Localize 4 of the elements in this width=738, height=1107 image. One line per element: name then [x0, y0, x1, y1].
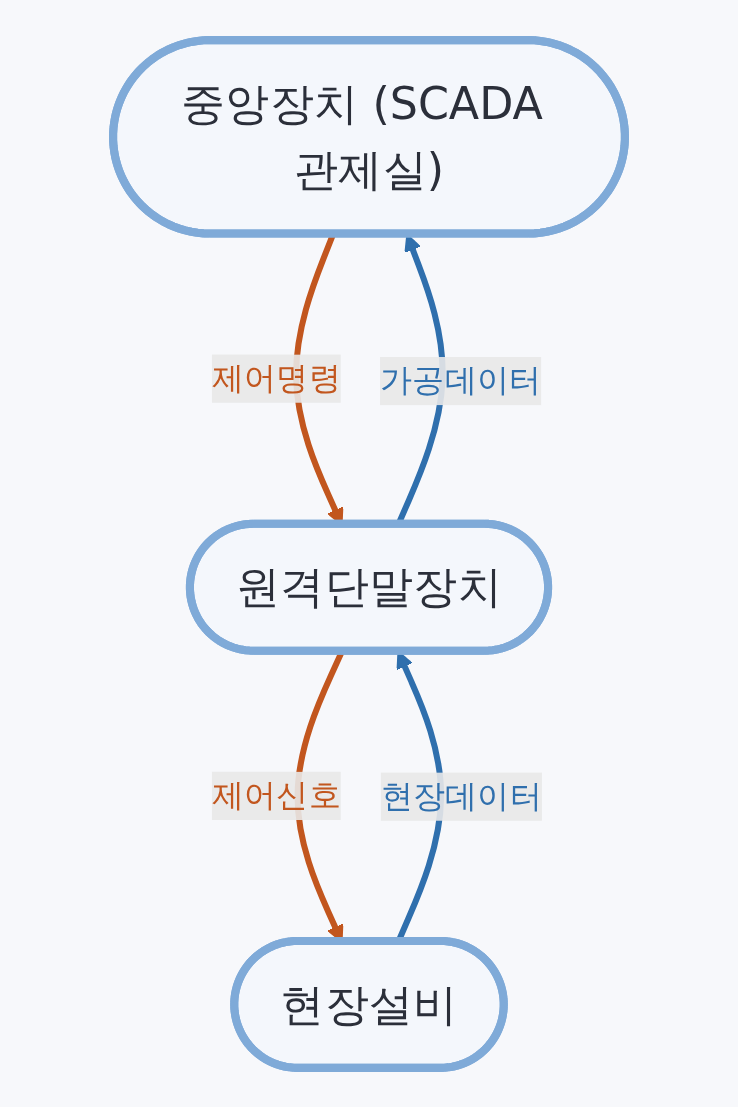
- edge-label: 제어신호: [211, 775, 341, 814]
- edge-label: 제어명령: [211, 358, 341, 397]
- edge-label: 현장데이터: [380, 776, 542, 815]
- edge-label: 가공데이터: [380, 360, 542, 399]
